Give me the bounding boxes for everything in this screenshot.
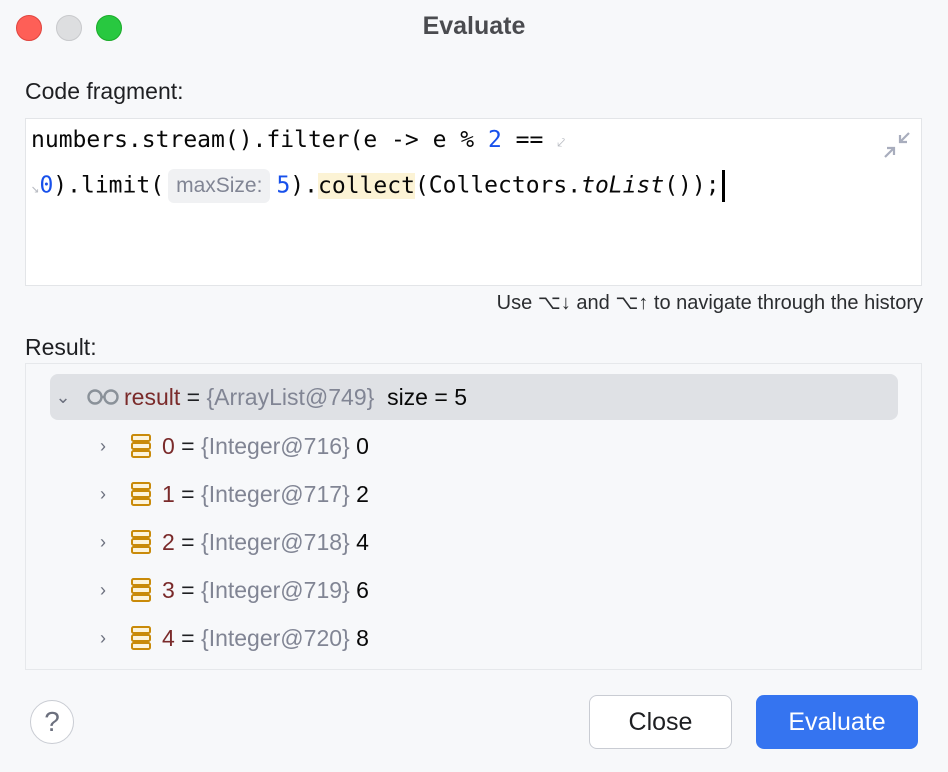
result-label: Result: — [25, 334, 97, 360]
object-reference: {Integer@717} — [201, 480, 350, 507]
collection-size: size = 5 — [374, 383, 467, 410]
chevron-right-icon[interactable]: › — [100, 627, 106, 648]
array-element-icon — [131, 482, 151, 506]
highlighted-identifier: collect — [318, 172, 415, 199]
element-value: 0 — [350, 433, 369, 460]
value-text: 0 — [356, 432, 369, 459]
element-index: 1 — [162, 480, 175, 507]
object-reference: {Integer@719} — [201, 576, 350, 603]
element-value: 2 — [350, 481, 369, 508]
variable-name: result — [124, 383, 181, 410]
parameter-hint: maxSize: — [168, 169, 271, 203]
code-text: (Collectors. — [414, 172, 582, 199]
close-button[interactable]: Close — [589, 695, 732, 749]
equals-sign: = — [174, 432, 202, 459]
code-text: ). — [290, 172, 318, 199]
value-text: 8 — [356, 624, 369, 651]
chevron-right-icon[interactable]: › — [100, 435, 106, 456]
tree-row-result[interactable]: ⌄ result = {ArrayList@749} size = 5 — [50, 374, 898, 420]
array-element-icon — [131, 578, 151, 602]
equals-sign: = — [180, 383, 207, 410]
code-number: 2 — [487, 127, 502, 153]
code-line-1: numbers.stream().filter(e -> e % 2 == ⤦ — [31, 127, 565, 153]
object-reference: {Integer@716} — [201, 432, 350, 459]
code-text: numbers.stream().filter(e -> e % — [31, 127, 488, 153]
chevron-right-icon[interactable]: › — [100, 531, 106, 552]
history-hint: Use ⌥↓ and ⌥↑ to navigate through the hi… — [496, 292, 923, 314]
code-fragment-editor[interactable]: numbers.stream().filter(e -> e % 2 == ⤦ … — [25, 118, 922, 286]
question-mark-icon: ? — [44, 706, 60, 737]
help-button[interactable]: ? — [30, 700, 74, 744]
array-element-icon — [131, 434, 151, 458]
element-index: 2 — [162, 528, 175, 555]
minimize-window-button — [56, 15, 82, 41]
code-line-2: ↘0).limit(maxSize:5).collect(Collectors.… — [31, 169, 725, 203]
collapse-icon[interactable] — [881, 129, 913, 161]
watch-glasses-icon — [87, 389, 119, 405]
close-window-button[interactable] — [16, 15, 42, 41]
element-index: 4 — [162, 624, 175, 651]
array-element-icon — [131, 626, 151, 650]
chevron-right-icon[interactable]: › — [100, 483, 106, 504]
element-value: 4 — [350, 529, 369, 556]
value-text: 2 — [356, 480, 369, 507]
code-number: 5 — [276, 172, 291, 199]
tree-row[interactable]: › 2 = {Integer@718} 4 — [90, 519, 369, 565]
text-caret — [721, 170, 725, 202]
code-number: 0 — [39, 172, 54, 199]
equals-sign: = — [174, 480, 202, 507]
tree-row[interactable]: › 3 = {Integer@719} 6 — [90, 567, 369, 613]
window-title: Evaluate — [422, 12, 526, 40]
tree-row[interactable]: › 1 = {Integer@717} 2 — [90, 471, 369, 517]
soft-wrap-continuation-icon: ↘ — [31, 180, 40, 197]
value-text: 4 — [356, 528, 369, 555]
code-text: ).limit( — [53, 172, 165, 199]
code-text: == — [501, 127, 544, 153]
tree-row[interactable]: › 0 = {Integer@716} 0 — [90, 423, 369, 469]
chevron-right-icon[interactable]: › — [100, 579, 106, 600]
object-reference: {ArrayList@749} — [206, 383, 375, 410]
tree-row[interactable]: › 4 = {Integer@720} 8 — [90, 615, 369, 661]
array-element-icon — [131, 530, 151, 554]
value-text: 6 — [356, 576, 369, 603]
equals-sign: = — [174, 528, 202, 555]
element-index: 0 — [162, 432, 175, 459]
soft-wrap-icon: ⤦ — [557, 135, 566, 151]
element-value: 8 — [350, 625, 369, 652]
zoom-window-button[interactable] — [96, 15, 122, 41]
object-reference: {Integer@718} — [201, 528, 350, 555]
element-index: 3 — [162, 576, 175, 603]
object-reference: {Integer@720} — [201, 624, 350, 651]
static-method-call: toList — [581, 172, 665, 199]
element-value: 6 — [350, 577, 369, 604]
result-tree[interactable]: ⌄ result = {ArrayList@749} size = 5 › 0 … — [25, 363, 922, 670]
code-fragment-label: Code fragment: — [25, 78, 184, 104]
chevron-down-icon[interactable]: ⌄ — [55, 386, 71, 407]
equals-sign: = — [174, 624, 202, 651]
evaluate-button[interactable]: Evaluate — [756, 695, 918, 749]
equals-sign: = — [174, 576, 202, 603]
title-bar: Evaluate — [0, 0, 948, 56]
code-text: ()); — [664, 172, 720, 199]
